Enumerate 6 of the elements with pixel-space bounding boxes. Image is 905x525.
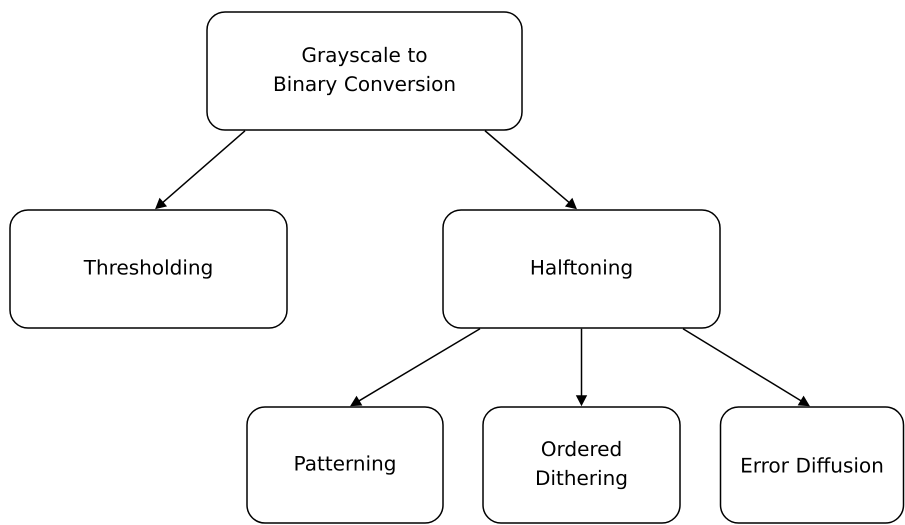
process-box: Patterning bbox=[246, 406, 444, 524]
process-box: Thresholding bbox=[9, 209, 288, 329]
process-box: Halftoning bbox=[442, 209, 721, 329]
process-box: Ordered Dithering bbox=[482, 406, 681, 524]
process-box: Grayscale to Binary Conversion bbox=[206, 11, 523, 131]
process-box: Error Diffusion bbox=[720, 406, 904, 524]
